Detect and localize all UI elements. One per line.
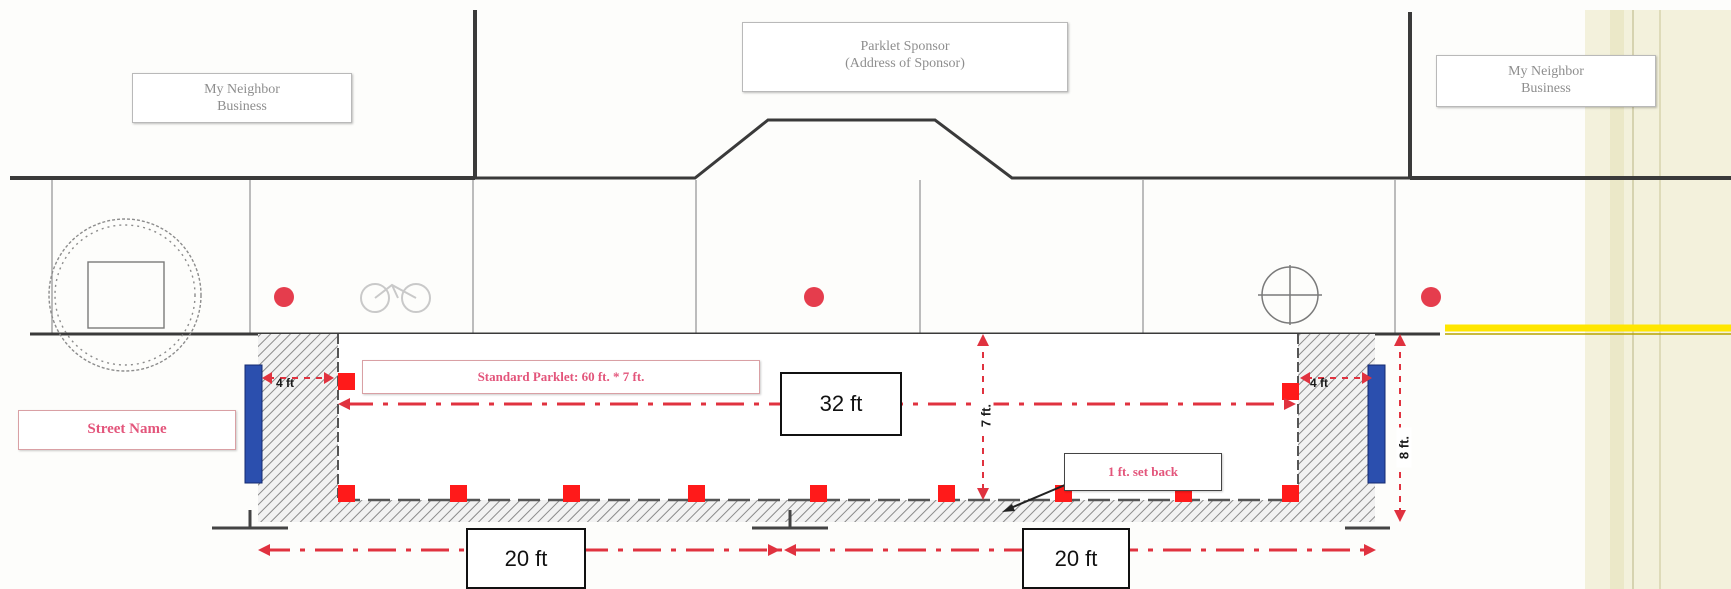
sponsor-label: Parklet Sponsor (Address of Sponsor) — [742, 22, 1068, 92]
bollards — [338, 373, 1299, 502]
depth-7-ft-label: 7 ft. — [978, 395, 994, 436]
sidewalk-joints — [51, 180, 1396, 335]
neighbor-left-label: My Neighbor Business — [132, 73, 352, 123]
buffer-left-label: 4 ft — [276, 376, 294, 390]
parking-tees — [212, 510, 1390, 530]
right-20-ft-label: 20 ft — [1022, 528, 1130, 589]
tree-icon — [48, 218, 202, 372]
bike-rack-icon — [360, 283, 431, 313]
building-facade — [10, 10, 1731, 180]
standard-parklet-label: Standard Parklet: 60 ft. * 7 ft. — [362, 360, 760, 394]
left-20-ft-label: 20 ft — [466, 528, 586, 589]
wheel-stop-right — [1367, 364, 1386, 484]
dimension-lines — [262, 402, 1370, 552]
length-32-ft-label: 32 ft — [780, 372, 902, 436]
depth-8-ft-label: 8 ft. — [1396, 427, 1412, 468]
setback-label: 1 ft. set back — [1064, 453, 1222, 491]
wheel-stop-left — [244, 364, 263, 484]
setback-leader — [1005, 481, 1073, 511]
neighbor-right-label: My Neighbor Business — [1436, 55, 1656, 107]
street-name-label: Street Name — [18, 410, 236, 450]
fire-hydrant-icon — [1258, 265, 1322, 325]
sidewalk-markers — [274, 287, 1441, 307]
buffer-right-label: 4 ft — [1310, 376, 1328, 390]
